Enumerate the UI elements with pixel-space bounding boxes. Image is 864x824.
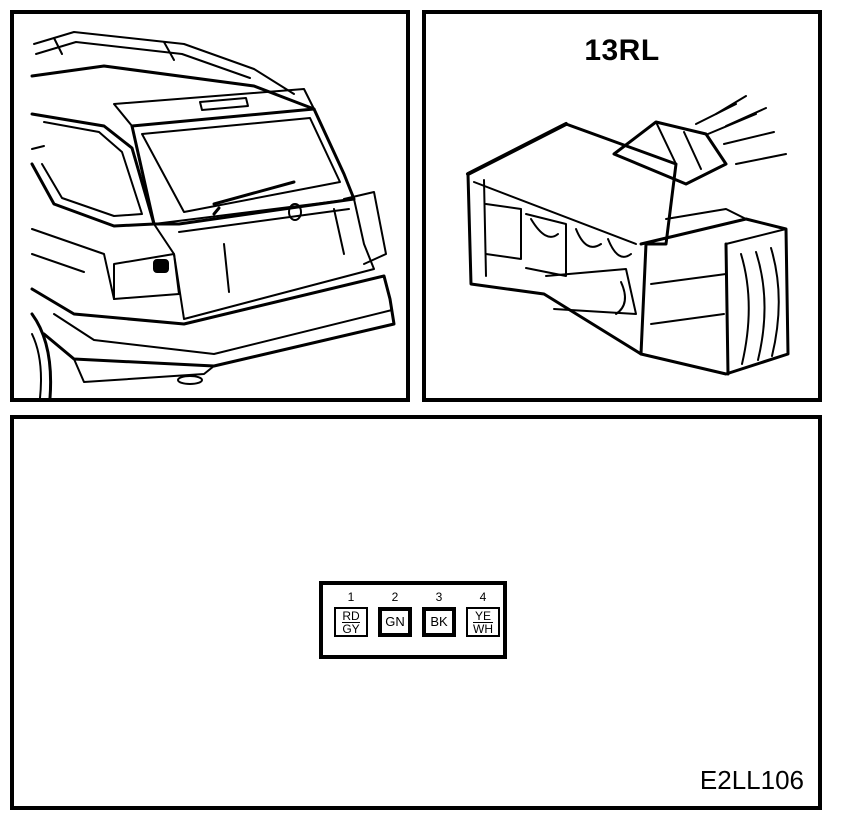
pin-cavity: YE WH [466, 607, 500, 637]
pin-3: 3 BK [422, 590, 456, 637]
pin-4: 4 YE WH [466, 590, 500, 637]
pin-1: 1 RD GY [334, 590, 368, 637]
connector-illustration-panel: 13RL [422, 10, 822, 402]
wire-color: GN [385, 614, 405, 629]
pin-number: 4 [479, 590, 487, 604]
wire-color-stripe: WH [473, 621, 493, 636]
connector-illustration [466, 95, 790, 376]
pinout-panel: 1 RD GY 2 GN 3 BK 4 YE [10, 415, 822, 810]
car-rear-illustration [30, 31, 396, 398]
connector-title: 13RL [584, 34, 660, 67]
pin-number: 1 [347, 590, 355, 604]
wire-color: BK [430, 614, 448, 629]
pin-cavity: RD GY [334, 607, 368, 637]
pin-number: 3 [435, 590, 443, 604]
pin-cavity: GN [378, 607, 412, 637]
wire-color: RD GY [342, 608, 360, 636]
car-rear-illustration-panel [10, 10, 410, 402]
pin-2: 2 GN [378, 590, 412, 637]
wire-color-primary: YE [474, 608, 491, 623]
wire-color: YE WH [473, 610, 493, 635]
pin-number: 2 [391, 590, 399, 604]
wire-color-primary: RD [342, 608, 360, 623]
wire-color-stripe: GY [342, 621, 360, 636]
pin-cavity: BK [422, 607, 456, 637]
figure-id: E2LL106 [699, 765, 804, 795]
connector-pinout: 1 RD GY 2 GN 3 BK 4 YE [319, 581, 507, 659]
